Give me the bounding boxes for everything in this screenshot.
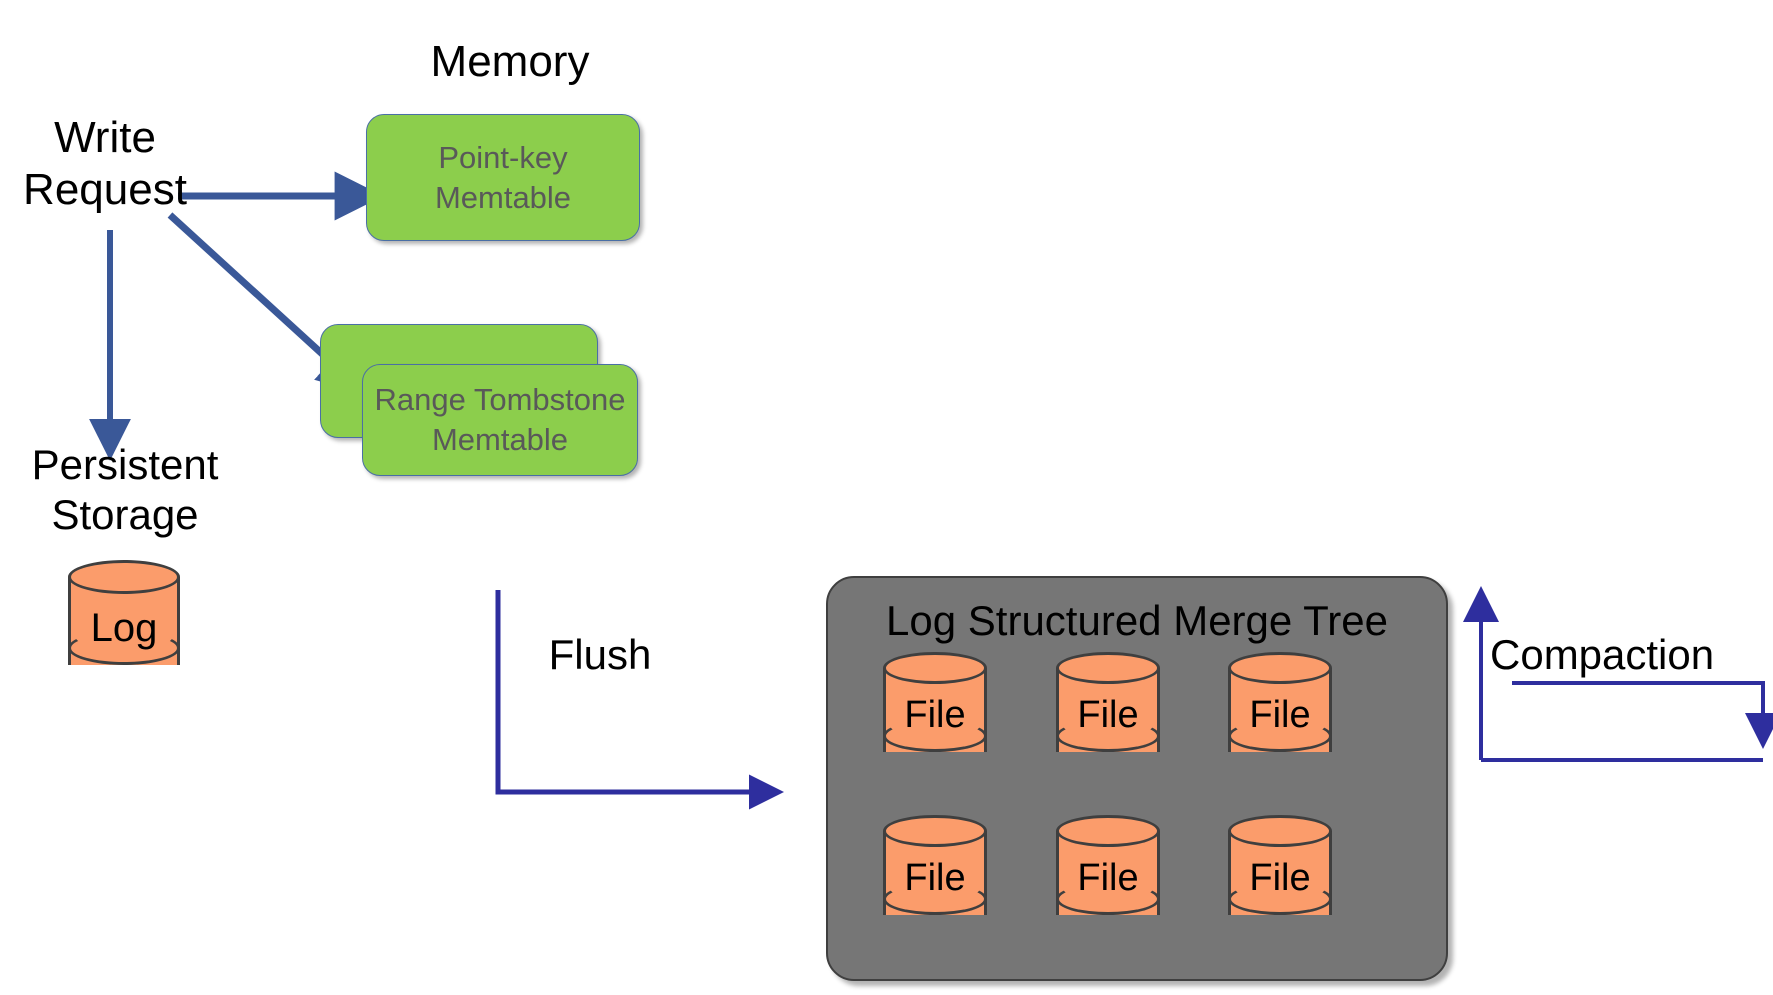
file-cylinder-bottom: [883, 720, 987, 752]
file-cylinder-bottom: [1056, 883, 1160, 915]
memory-section-title: Memory: [430, 37, 590, 86]
file-cylinder-top: [883, 815, 987, 847]
file-cylinder-bottom: [1228, 883, 1332, 915]
flush-label: Flush: [548, 631, 652, 678]
range-tombstone-memtable-box[interactable]: Range Tombstone Memtable: [362, 364, 638, 476]
file-cylinder-label: File: [1077, 857, 1139, 899]
file-cylinder[interactable]: File: [1056, 815, 1160, 933]
arrow-write-to-range-tombstone-memtable: [167, 212, 367, 395]
file-cylinder[interactable]: File: [883, 652, 987, 770]
file-cylinder-top: [1056, 815, 1160, 847]
file-cylinder-bottom: [883, 883, 987, 915]
arrow-flush: [495, 590, 784, 810]
file-cylinder-top: [1228, 815, 1332, 847]
file-cylinder-label: File: [1249, 857, 1311, 899]
compaction-label: Compaction: [1490, 631, 1715, 678]
log-cylinder-top: [68, 560, 180, 594]
file-cylinder[interactable]: File: [1056, 652, 1160, 770]
file-cylinder[interactable]: File: [883, 815, 987, 933]
file-cylinder[interactable]: File: [1228, 652, 1332, 770]
file-cylinder[interactable]: File: [1228, 815, 1332, 933]
point-key-memtable-box[interactable]: Point-key Memtable: [366, 114, 640, 241]
log-cylinder-label: Log: [90, 606, 158, 650]
file-cylinder-bottom: [1056, 720, 1160, 752]
file-cylinder-label: File: [1249, 694, 1311, 736]
lsm-tree-title: Log Structured Merge Tree: [886, 597, 1388, 644]
persistent-storage-label: Persistent Storage: [31, 441, 219, 538]
range-tombstone-memtable-label: Range Tombstone Memtable: [374, 382, 626, 457]
file-cylinder-top: [883, 652, 987, 684]
log-cylinder-bottom: [68, 631, 180, 665]
file-cylinder-label: File: [904, 857, 966, 899]
point-key-memtable-label: Point-key Memtable: [434, 139, 572, 215]
write-request-label: Write Request: [23, 113, 187, 214]
arrow-compaction-loop: [1512, 681, 1773, 749]
file-cylinder-label: File: [904, 694, 966, 736]
file-cylinder-label: File: [1077, 694, 1139, 736]
file-cylinder-bottom: [1228, 720, 1332, 752]
file-cylinder-top: [1056, 652, 1160, 684]
file-cylinder-top: [1228, 652, 1332, 684]
log-cylinder[interactable]: Log: [68, 560, 180, 682]
